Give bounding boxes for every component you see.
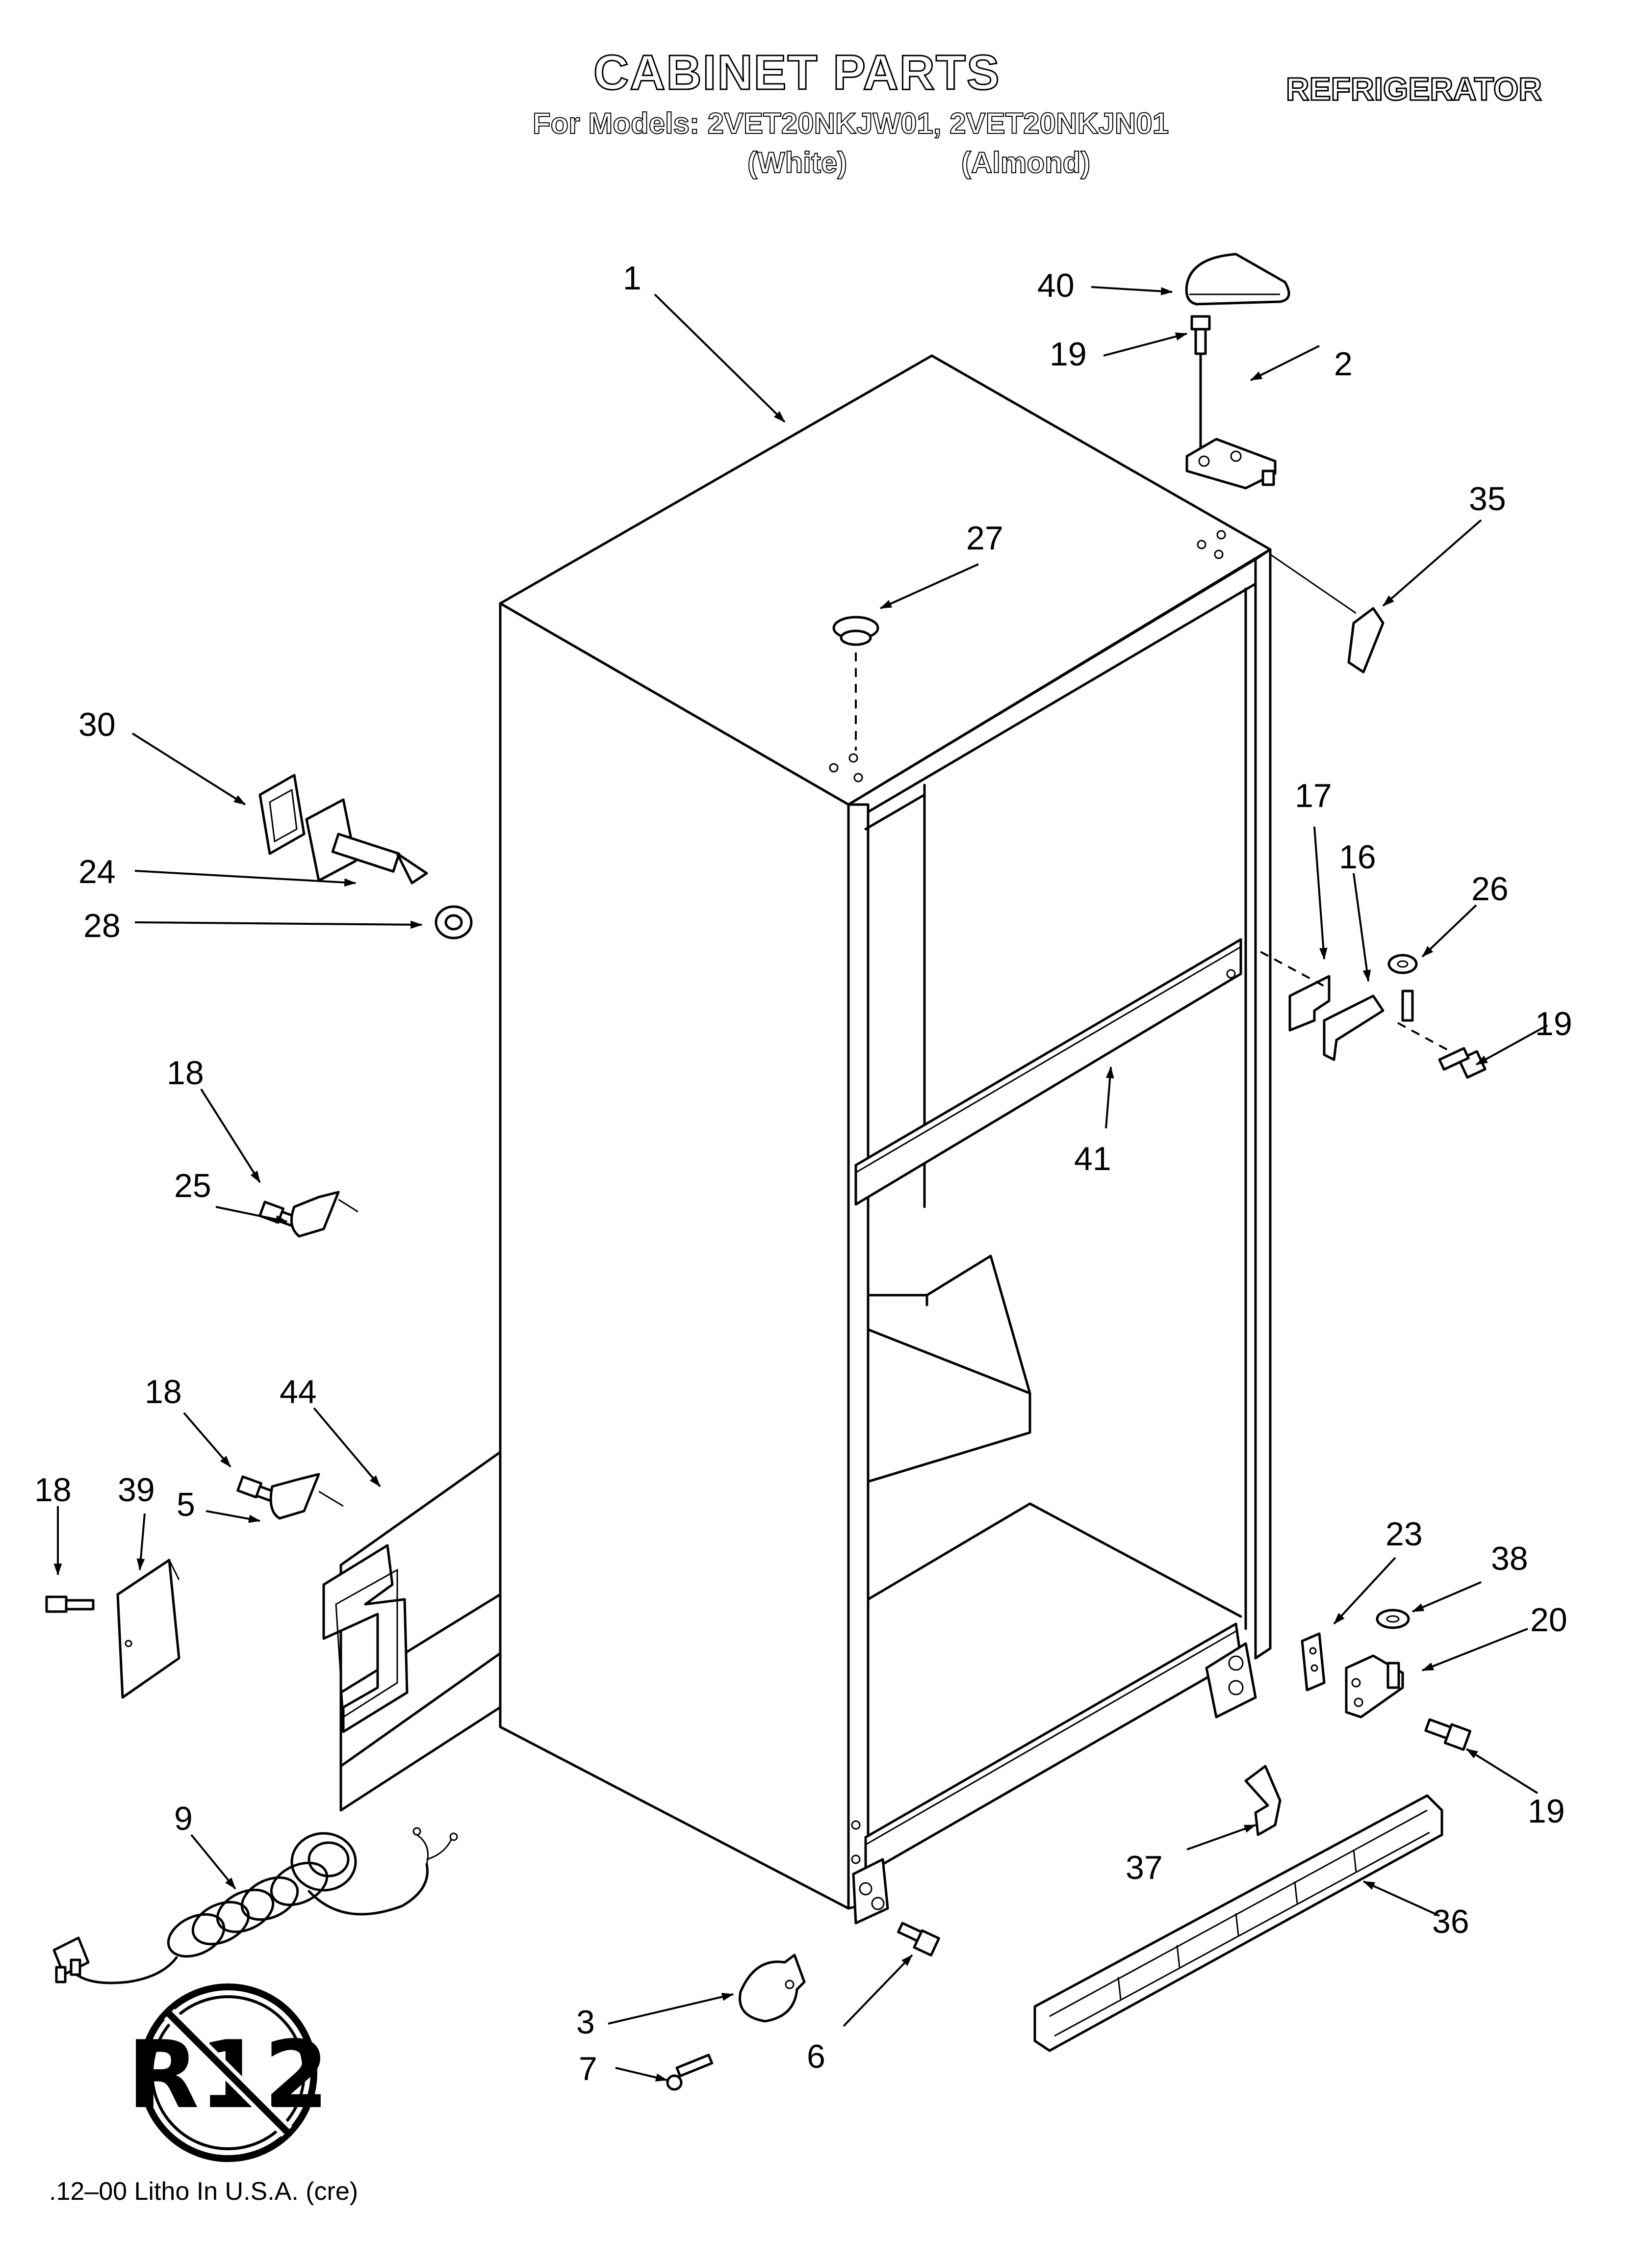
callout-41: 41 — [1074, 1140, 1111, 1177]
callout-26: 26 — [1471, 870, 1509, 908]
callout-1: 1 — [623, 260, 641, 297]
callout-36: 36 — [1432, 1903, 1469, 1940]
callout-40: 40 — [1037, 267, 1075, 304]
power-cord — [52, 1827, 458, 1984]
callout-24: 24 — [78, 853, 116, 890]
rear-access-panel — [322, 1451, 502, 1812]
callout-19-top: 19 — [1050, 336, 1087, 373]
callout-44: 44 — [280, 1373, 317, 1410]
page-title: CABINET PARTS — [593, 45, 1001, 100]
model-numbers-line: For Models: 2VET20NKJW01, 2VET20NKJN01 — [532, 107, 1169, 140]
callout-16: 16 — [1339, 838, 1376, 876]
callout-38: 38 — [1491, 1540, 1528, 1577]
hinge-cap-right — [1270, 553, 1385, 674]
almond-color-note: (Almond) — [961, 146, 1091, 179]
leveling-leg — [666, 1954, 806, 2091]
hinge-pin-assembly — [258, 774, 473, 939]
grille-clip — [1244, 1765, 1282, 1836]
cord-clamp-lower — [236, 1473, 344, 1520]
callout-18-left: 18 — [34, 1471, 72, 1509]
mounting-screw-front — [897, 1922, 940, 1956]
callout-9: 9 — [174, 1800, 193, 1837]
callout-30: 30 — [78, 706, 116, 743]
callout-leaders — [53, 286, 1548, 2082]
top-hinge — [1185, 438, 1277, 490]
no-r12-prohibition-icon: R12 — [128, 1983, 329, 2162]
callout-18-upper: 18 — [167, 1054, 204, 1092]
callout-3: 3 — [576, 2004, 595, 2041]
callout-35: 35 — [1469, 480, 1506, 518]
print-footer: .12–00 Litho In U.S.A. (cre) — [49, 2177, 359, 2206]
callout-18-middle: 18 — [145, 1373, 182, 1410]
center-hinge-upper — [1260, 951, 1487, 1079]
callout-2: 2 — [1334, 345, 1353, 383]
callout-numbers: 1 40 19 2 35 27 30 24 28 17 16 26 19 41 … — [34, 260, 1572, 2087]
callout-19-center: 19 — [1535, 1005, 1572, 1043]
plug-button — [832, 616, 879, 751]
appliance-type-label: REFRIGERATOR — [1285, 71, 1543, 107]
callout-25: 25 — [174, 1167, 211, 1204]
callout-23: 23 — [1385, 1515, 1423, 1553]
base-grille — [1033, 1794, 1443, 2052]
callout-6: 6 — [807, 2038, 825, 2075]
callout-37: 37 — [1126, 1849, 1163, 1886]
callout-5: 5 — [177, 1486, 195, 1523]
callout-27: 27 — [966, 520, 1003, 557]
white-color-note: (White) — [747, 146, 847, 179]
callout-17: 17 — [1295, 777, 1332, 814]
callout-28: 28 — [83, 907, 121, 944]
bottom-hinge-assembly — [1301, 1609, 1472, 1751]
cord-clamp-upper — [258, 1191, 359, 1238]
hinge-cover-top — [1185, 253, 1290, 306]
cabinet-body — [499, 354, 1272, 1925]
callout-19-bottom: 19 — [1528, 1793, 1565, 1830]
wiring-cover — [45, 1559, 180, 1699]
callout-20: 20 — [1530, 1601, 1567, 1639]
callout-7: 7 — [579, 2050, 597, 2087]
callout-39: 39 — [118, 1471, 155, 1509]
